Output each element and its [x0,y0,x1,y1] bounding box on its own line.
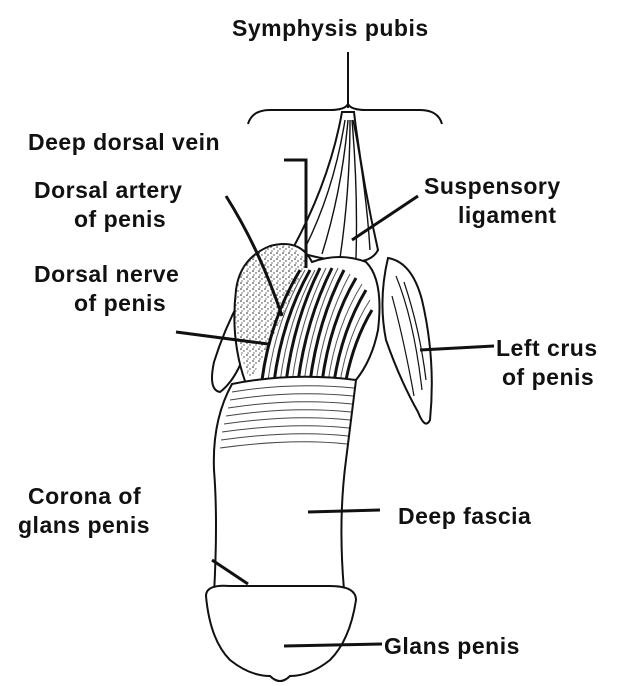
leader-deep-fascia [308,510,380,512]
label-suspensory-ligament: Suspensory ligament [424,172,561,230]
left-crus-shape [382,258,431,424]
label-corona-glans-penis: Corona of glans penis [18,482,150,540]
glans-penis-shape [206,586,356,681]
label-left-crus: Left crus of penis [496,334,598,392]
penile-shaft-shape [214,377,356,594]
label-glans-penis: Glans penis [384,632,520,661]
leader-glans-penis [284,644,382,646]
label-deep-fascia: Deep fascia [398,502,531,531]
label-dorsal-nerve: Dorsal nerve of penis [34,260,179,318]
label-dorsal-artery: Dorsal artery of penis [34,176,182,234]
leader-left-crus [420,346,494,350]
label-symphysis-pubis: Symphysis pubis [232,14,429,43]
label-deep-dorsal-vein: Deep dorsal vein [28,128,220,157]
